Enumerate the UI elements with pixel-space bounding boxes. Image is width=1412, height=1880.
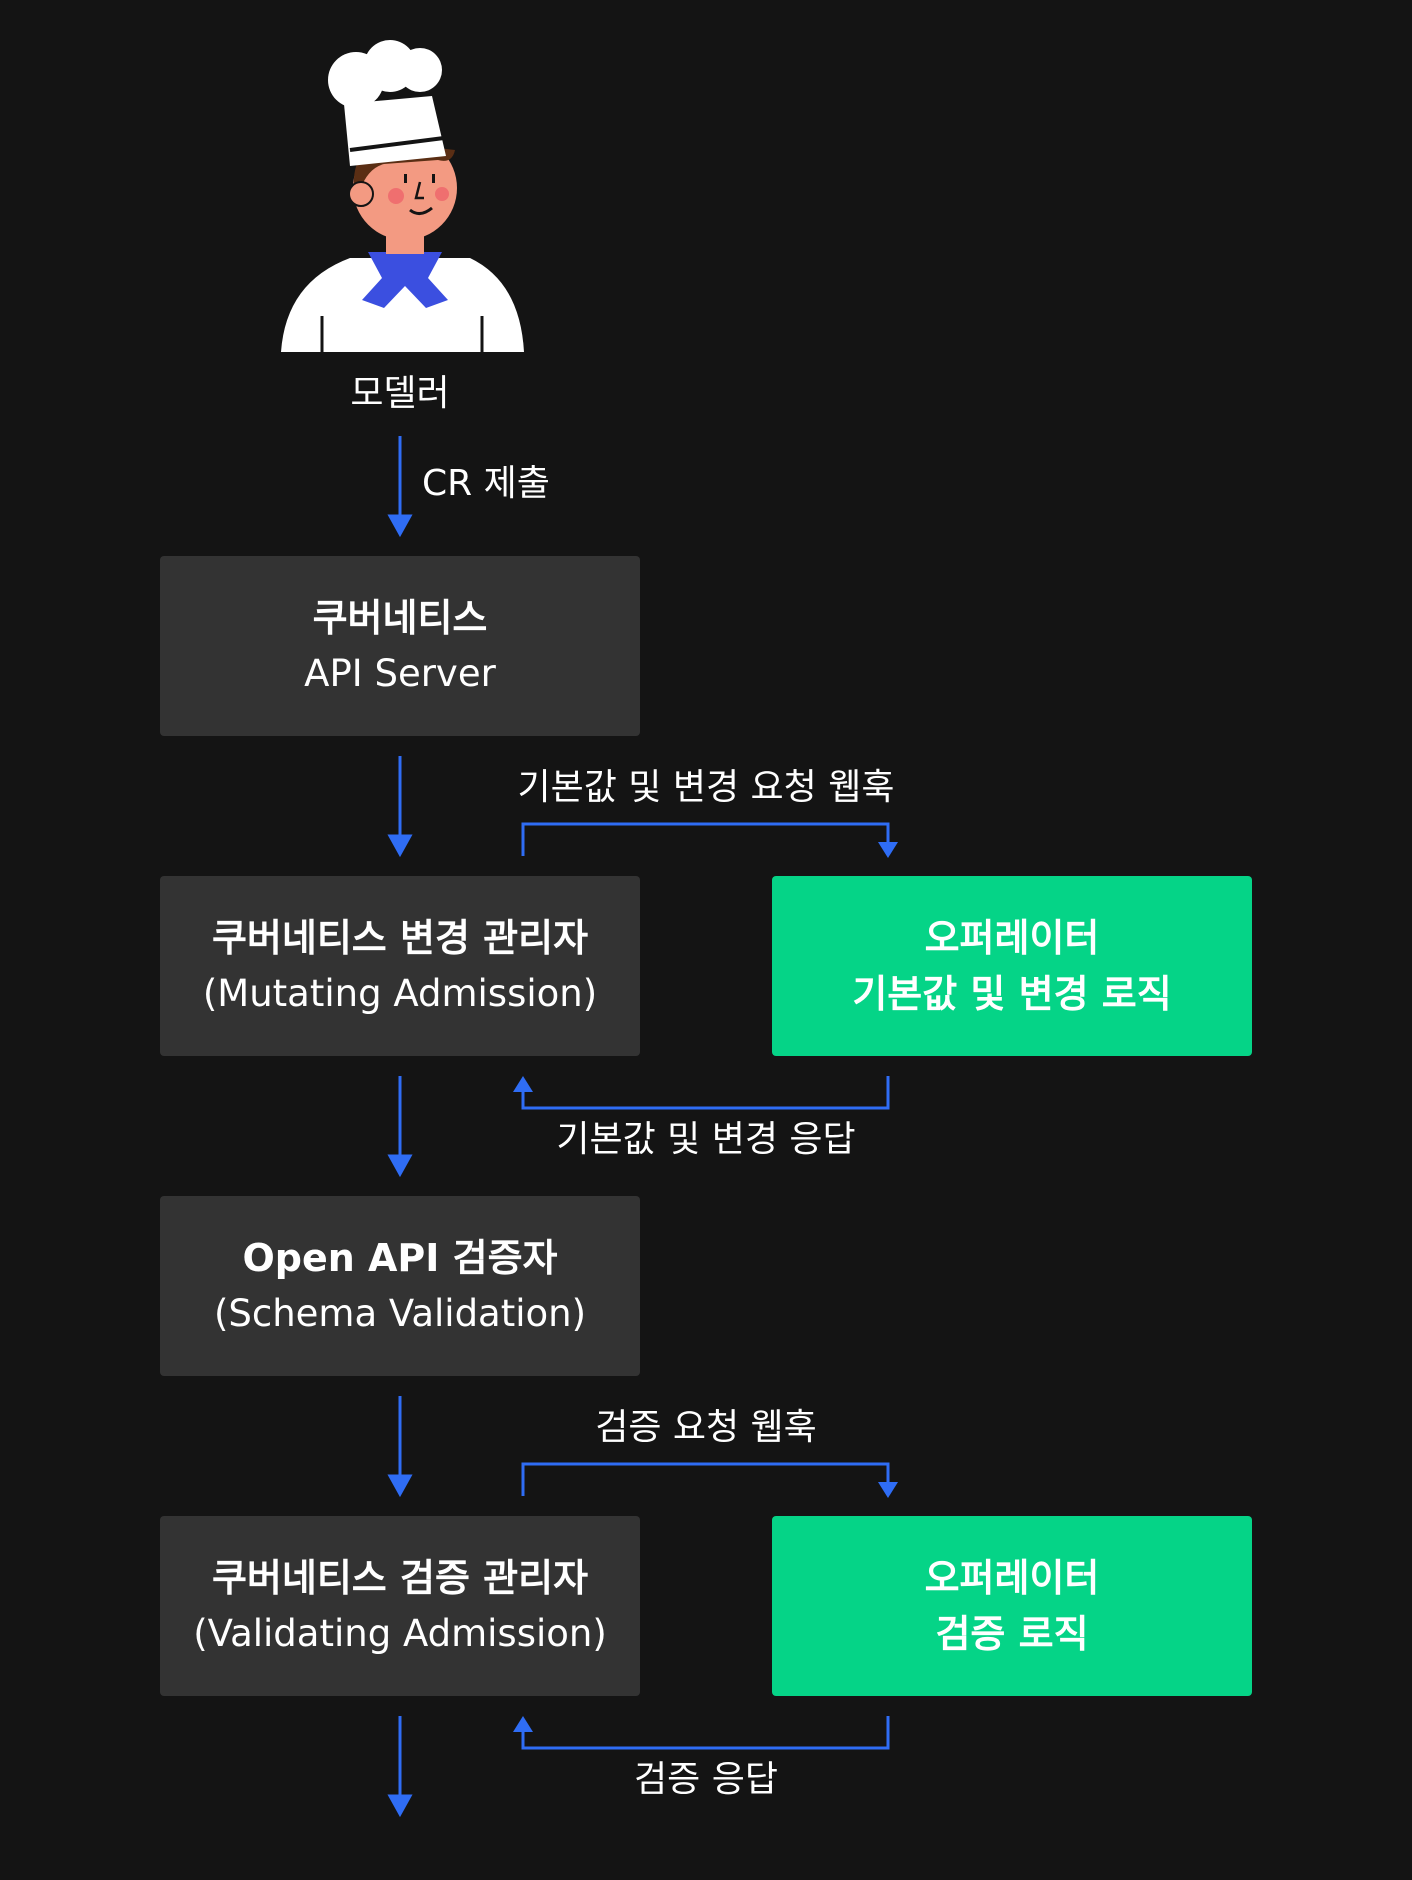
mutating-admission-subtitle: (Mutating Admission) <box>202 972 598 1015</box>
openapi-validator-box: Open API 검증자 (Schema Validation) <box>160 1196 640 1376</box>
openapi-validator-subtitle: (Schema Validation) <box>213 1292 587 1335</box>
mutating-admission-box: 쿠버네티스 변경 관리자 (Mutating Admission) <box>160 876 640 1056</box>
validating-webhook-arrow <box>521 1462 890 1496</box>
openapi-validator-title: Open API 검증자 <box>242 1236 558 1280</box>
operator-mutating-box: 오퍼레이터 기본값 및 변경 로직 <box>772 876 1252 1056</box>
operator-validating-subtitle: 검증 로직 <box>935 1612 1089 1656</box>
validating-response-label: 검증 응답 <box>634 1759 778 1800</box>
api-server-box: 쿠버네티스 API Server <box>160 556 640 736</box>
validating-webhook-arrowhead <box>878 1482 898 1498</box>
mutating-webhook-label: 기본값 및 변경 요청 웹훅 <box>517 767 895 808</box>
operator-mutating-subtitle: 기본값 및 변경 로직 <box>852 972 1172 1016</box>
validating-webhook-label: 검증 요청 웹훅 <box>595 1407 817 1448</box>
operator-validating-title: 오퍼레이터 <box>924 1556 1100 1600</box>
main-flow-arrows <box>387 436 413 1818</box>
mutating-webhook-arrow <box>521 822 890 856</box>
operator-validating-box: 오퍼레이터 검증 로직 <box>772 1516 1252 1696</box>
chef-icon <box>281 40 524 352</box>
validating-admission-box: 쿠버네티스 검증 관리자 (Validating Admission) <box>160 1516 640 1696</box>
api-server-subtitle: API Server <box>304 652 496 695</box>
api-server-title: 쿠버네티스 <box>312 596 488 640</box>
mutating-admission-title: 쿠버네티스 변경 관리자 <box>211 916 589 960</box>
operator-mutating-title: 오퍼레이터 <box>924 916 1100 960</box>
mutating-response-label: 기본값 및 변경 응답 <box>556 1119 856 1160</box>
validating-response-arrowhead <box>513 1716 533 1732</box>
mutating-response-arrowhead <box>513 1076 533 1092</box>
validating-admission-subtitle: (Validating Admission) <box>193 1612 607 1655</box>
mutating-response-arrow <box>521 1076 890 1110</box>
mutating-webhook-arrowhead <box>878 842 898 858</box>
submit-label: CR 제출 <box>422 463 550 504</box>
actor-label: 모델러 <box>350 373 450 414</box>
validating-admission-title: 쿠버네티스 검증 관리자 <box>211 1556 589 1600</box>
validating-response-arrow <box>521 1716 890 1750</box>
